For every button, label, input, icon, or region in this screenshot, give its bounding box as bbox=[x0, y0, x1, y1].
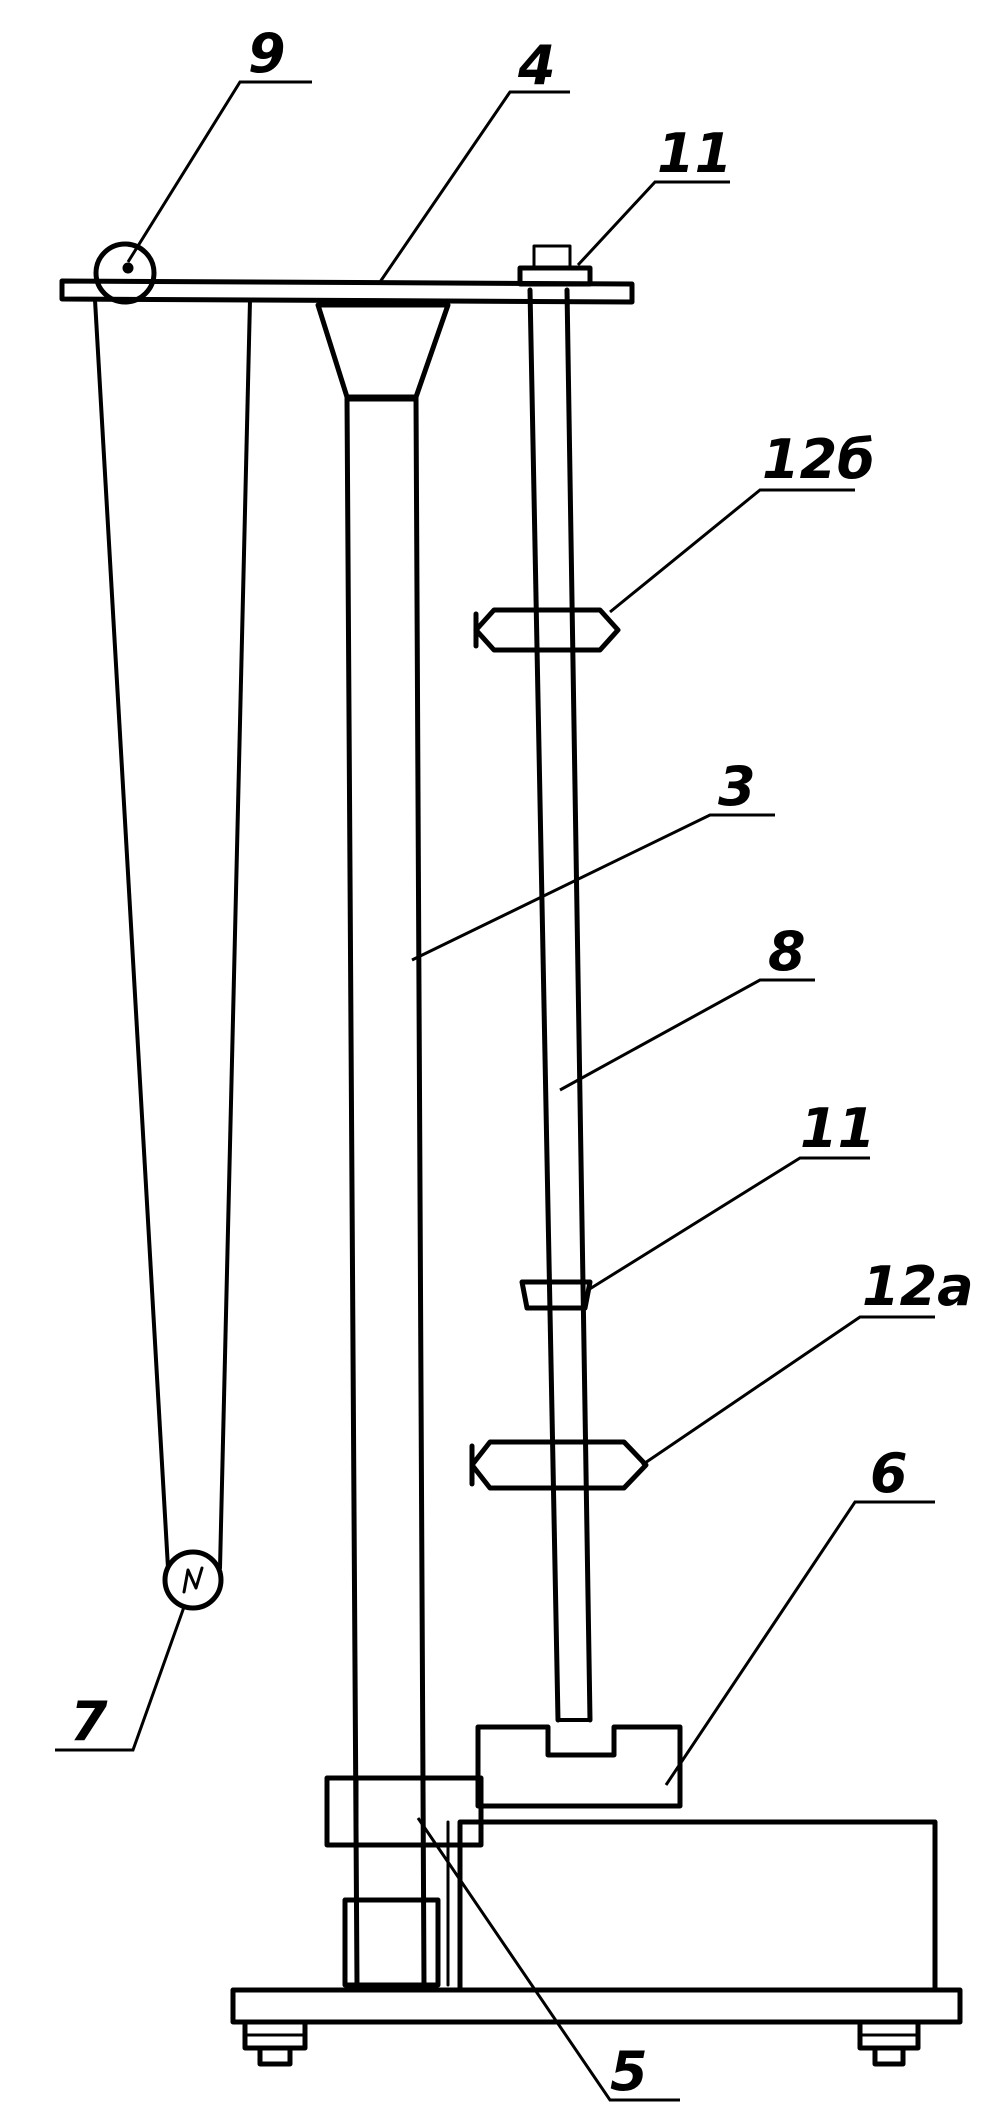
label-6: 6 bbox=[870, 1442, 908, 1505]
label-12a: 12а bbox=[862, 1255, 974, 1318]
callout-labels: 9 4 11 12б 3 8 11 12а 6 7 5 bbox=[70, 22, 974, 2103]
funnel-head-4 bbox=[315, 302, 451, 400]
cup-6 bbox=[475, 1724, 683, 1809]
pulley-7 bbox=[162, 1549, 224, 1611]
label-9: 9 bbox=[248, 22, 286, 85]
label-11-mid: 11 bbox=[800, 1097, 875, 1160]
label-11-top: 11 bbox=[657, 122, 732, 185]
label-5: 5 bbox=[610, 2040, 648, 2103]
rod-8 bbox=[527, 287, 593, 1723]
leaders bbox=[55, 80, 935, 2102]
base-plate bbox=[230, 1987, 963, 2025]
housing-box bbox=[446, 1819, 938, 1993]
cone-12b bbox=[473, 607, 621, 653]
foot-left bbox=[242, 2019, 308, 2067]
label-3: 3 bbox=[718, 755, 756, 818]
label-4: 4 bbox=[517, 34, 556, 97]
label-7: 7 bbox=[70, 1690, 108, 1753]
cord bbox=[93, 298, 252, 1570]
pulley-9 bbox=[93, 241, 157, 305]
label-12b: 12б bbox=[762, 428, 875, 491]
column-foot bbox=[342, 1897, 441, 1988]
column-3 bbox=[344, 394, 427, 1988]
nut-11-top bbox=[513, 244, 597, 287]
top-arm bbox=[59, 278, 635, 305]
clamp-5 bbox=[324, 1775, 484, 1848]
label-8: 8 bbox=[768, 920, 806, 983]
foot-right bbox=[857, 2019, 921, 2067]
nut-11-mid bbox=[519, 1279, 593, 1311]
cone-12a bbox=[469, 1439, 649, 1491]
